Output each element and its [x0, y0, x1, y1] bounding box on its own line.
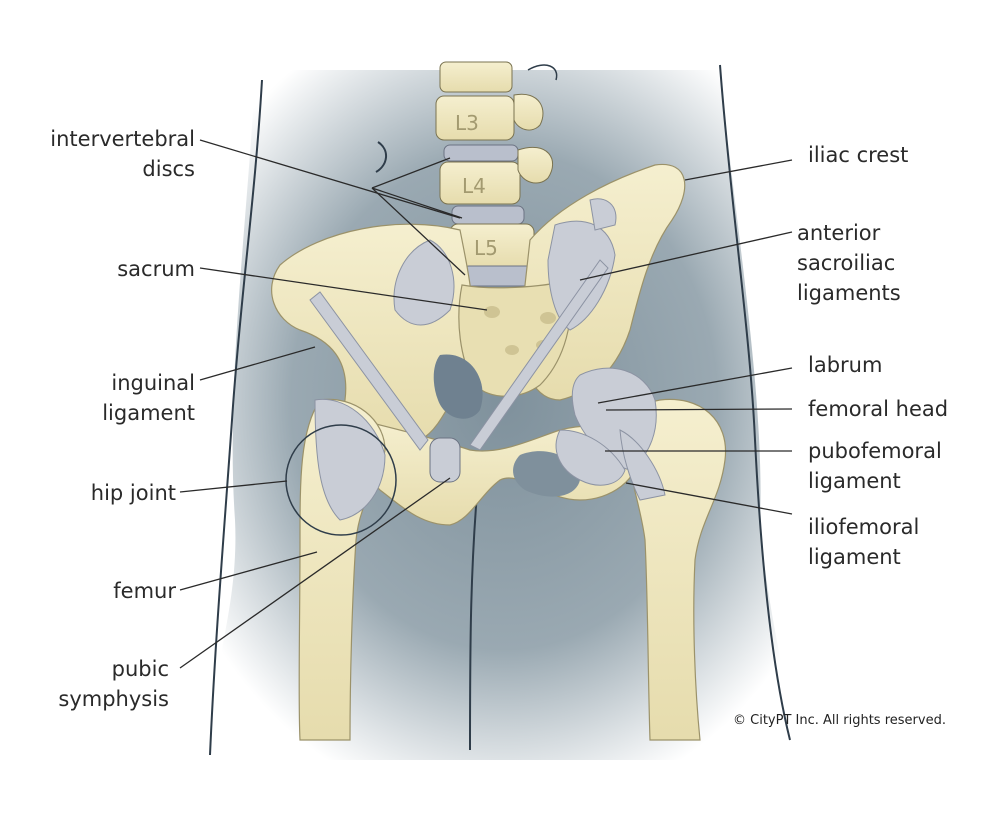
- label-pubofemoral-ligament: pubofemoral ligament: [808, 436, 942, 496]
- body-outline-right: [719, 64, 791, 741]
- label-line: pubic: [111, 657, 169, 681]
- label-labrum: labrum: [808, 350, 882, 380]
- vertebra-labels: L3 L4 L5: [455, 111, 498, 260]
- label-intervertebral-discs: intervertebral discs: [40, 124, 195, 184]
- label-pubic-symphysis: pubic symphysis: [20, 654, 169, 714]
- label-line: symphysis: [58, 687, 169, 711]
- label-inguinal-ligament: inguinal ligament: [40, 368, 195, 428]
- label-line: sacrum: [117, 257, 195, 281]
- vertebra-label-l4: L4: [462, 174, 486, 198]
- obturator-left: [433, 354, 483, 419]
- label-iliofemoral-ligament: iliofemoral ligament: [808, 512, 919, 572]
- label-line: inguinal: [111, 371, 195, 395]
- vertebra-label-l3: L3: [455, 111, 479, 135]
- label-line: pubofemoral: [808, 439, 942, 463]
- label-line: iliac crest: [808, 143, 909, 167]
- label-line: femur: [113, 579, 176, 603]
- vertebra-label-l5: L5: [474, 236, 498, 260]
- label-line: ligament: [102, 401, 195, 425]
- pubic-symphysis-disc: [429, 437, 461, 483]
- label-line: intervertebral: [50, 127, 195, 151]
- label-line: anterior: [797, 221, 881, 245]
- label-femur: femur: [20, 576, 176, 606]
- label-line: ligament: [808, 545, 901, 569]
- label-anterior-sacroiliac-ligaments: anterior sacroiliac ligaments: [797, 218, 901, 308]
- label-line: femoral head: [808, 397, 949, 421]
- label-line: ligaments: [797, 281, 901, 305]
- leader-lines: [179, 139, 793, 669]
- copyright-notice: © CityPT Inc. All rights reserved.: [733, 713, 946, 728]
- label-line: discs: [142, 157, 195, 181]
- ligaments: [309, 198, 666, 521]
- label-line: iliofemoral: [808, 515, 920, 539]
- label-line: labrum: [808, 353, 883, 377]
- hip-joint-highlight: [285, 424, 397, 536]
- label-line: ligament: [808, 469, 901, 493]
- label-hip-joint: hip joint: [20, 478, 176, 508]
- label-iliac-crest: iliac crest: [808, 140, 908, 170]
- body-outline-left: [209, 79, 263, 756]
- label-line: sacroiliac: [797, 251, 896, 275]
- label-line: hip joint: [90, 481, 176, 505]
- label-sacrum: sacrum: [40, 254, 195, 284]
- navel-mark: [375, 141, 387, 173]
- label-femoral-head: femoral head: [808, 394, 948, 424]
